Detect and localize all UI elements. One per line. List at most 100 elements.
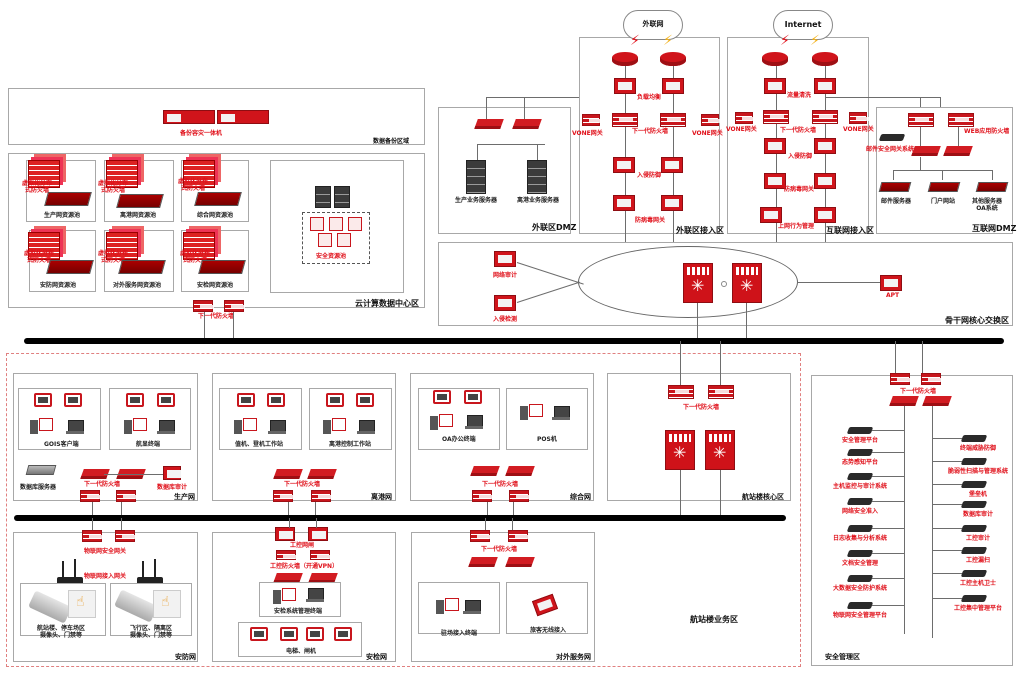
link xyxy=(776,234,777,242)
firewall-icon xyxy=(612,113,638,127)
ext-dmz-server-label: 离港业务服务器 xyxy=(517,197,560,204)
vfw-icon xyxy=(106,160,138,188)
vfw-label: 虚拟化分布式防火墙 xyxy=(24,250,55,264)
link xyxy=(513,502,514,516)
terminal-core-title: 航站楼核心区 xyxy=(742,493,784,501)
firewall-icon xyxy=(273,490,294,502)
link xyxy=(958,127,959,146)
ics-firewall-icon xyxy=(310,550,331,560)
apron-net-title: 离港网 xyxy=(371,493,392,501)
ips-icon xyxy=(613,157,635,173)
group-label: 离港控制工作站 xyxy=(329,441,372,448)
lightning-icon: ⚡ xyxy=(810,33,820,49)
resource-blade-icon xyxy=(116,194,164,208)
security-left-label: 日志收集与分析系统 xyxy=(832,535,887,542)
link xyxy=(872,430,904,431)
security-left-label: 网络安全准入 xyxy=(841,508,878,515)
laptop-icon xyxy=(463,600,481,614)
ids-label: 入侵检测 xyxy=(493,316,518,323)
pool-label: 安检网资源池 xyxy=(197,282,234,289)
link xyxy=(932,573,962,574)
link xyxy=(922,341,923,375)
group-label: 航显终端 xyxy=(136,441,161,448)
iot-access-label: 物联网接入网关 xyxy=(84,573,127,580)
vfw-label: 虚拟化分布式防火墙 xyxy=(22,180,53,194)
link xyxy=(315,502,316,516)
link xyxy=(485,518,486,530)
gate-icon xyxy=(306,627,324,641)
terminal-business-zone xyxy=(6,353,801,667)
desktop-pc-icon xyxy=(234,418,257,434)
laptop-icon xyxy=(157,420,175,434)
link xyxy=(798,282,880,283)
pool-label: 综合网资源池 xyxy=(197,212,234,219)
link xyxy=(680,341,681,385)
link xyxy=(932,550,962,551)
security-appliance-icon xyxy=(960,570,988,577)
switch-icon xyxy=(307,469,337,479)
monitor-icon xyxy=(326,393,344,407)
link xyxy=(720,470,721,518)
resource-blade-icon xyxy=(46,260,94,274)
security-appliance-icon xyxy=(846,449,874,456)
link xyxy=(625,60,626,242)
link xyxy=(486,97,487,119)
iot-gateway-icon xyxy=(82,530,103,542)
mgmt-label: 安检系统管理终端 xyxy=(274,608,323,615)
ips-icon xyxy=(661,157,683,173)
gate-icon xyxy=(280,627,298,641)
core-switch-icon xyxy=(683,263,713,303)
link xyxy=(289,518,290,528)
link xyxy=(932,406,933,638)
firewall-icon xyxy=(509,490,530,502)
antivirus-icon xyxy=(661,195,683,211)
group-label: 值机、登机工作站 xyxy=(235,441,284,448)
security-appliance-icon xyxy=(846,550,874,557)
link xyxy=(904,406,905,634)
network-audit-icon xyxy=(494,251,516,267)
vpn-right-label: VONE网关 xyxy=(843,126,874,133)
lightning-icon: ⚡ xyxy=(780,33,790,49)
fids-group xyxy=(109,388,191,450)
link xyxy=(720,341,721,385)
vpn-left-label: VONE网关 xyxy=(572,130,603,137)
ips-icon xyxy=(764,138,786,154)
router-icon xyxy=(812,52,838,66)
security-left-label: 态势感知平台 xyxy=(841,459,878,466)
router-icon xyxy=(660,52,686,66)
vfw-icon xyxy=(183,160,215,188)
security-right-label: 脆弱性扫描与管理系统 xyxy=(947,468,1008,475)
link xyxy=(537,144,538,160)
ext-access-zone-title: 外联区接入区 xyxy=(676,226,724,235)
vpn-gateway-icon xyxy=(849,112,870,124)
security-appliance-icon xyxy=(846,602,874,609)
core-switch-icon xyxy=(705,430,735,470)
link xyxy=(680,470,681,518)
security-left-label: 大数据安全防护系统 xyxy=(832,585,887,592)
antivirus-icon xyxy=(764,173,786,189)
elevator-icon xyxy=(250,627,268,641)
server-icon xyxy=(315,186,331,208)
link xyxy=(893,170,993,171)
db-audit-icon xyxy=(163,466,181,480)
backup-device-label: 备份容灾一体机 xyxy=(180,130,223,137)
vpn-gateway-icon xyxy=(735,112,756,124)
backbone-bus xyxy=(24,338,1004,344)
security-service-icon xyxy=(318,233,332,247)
link xyxy=(746,303,747,339)
behavior-label: 上网行为管理 xyxy=(778,223,815,230)
security-appliance-icon xyxy=(960,547,988,554)
security-service-icon xyxy=(348,217,362,231)
resource-blade-icon xyxy=(44,192,92,206)
inet-dmz-zone-title: 互联网DMZ xyxy=(972,224,1017,233)
inet-dmz-server-label: 邮件服务器 xyxy=(881,198,912,205)
monitor-icon xyxy=(126,393,144,407)
desktop-pc-icon xyxy=(273,588,296,604)
laptop-icon xyxy=(66,420,84,434)
security-left-label: 文档安全管理 xyxy=(841,560,878,567)
link xyxy=(104,474,164,475)
group-label: 航站楼、停车场区 摄像头、门禁等 xyxy=(36,625,85,639)
firewall-icon xyxy=(921,373,942,385)
inet-access-zone-title: 互联网接入区 xyxy=(826,226,874,235)
desktop-pc-icon xyxy=(436,598,459,614)
